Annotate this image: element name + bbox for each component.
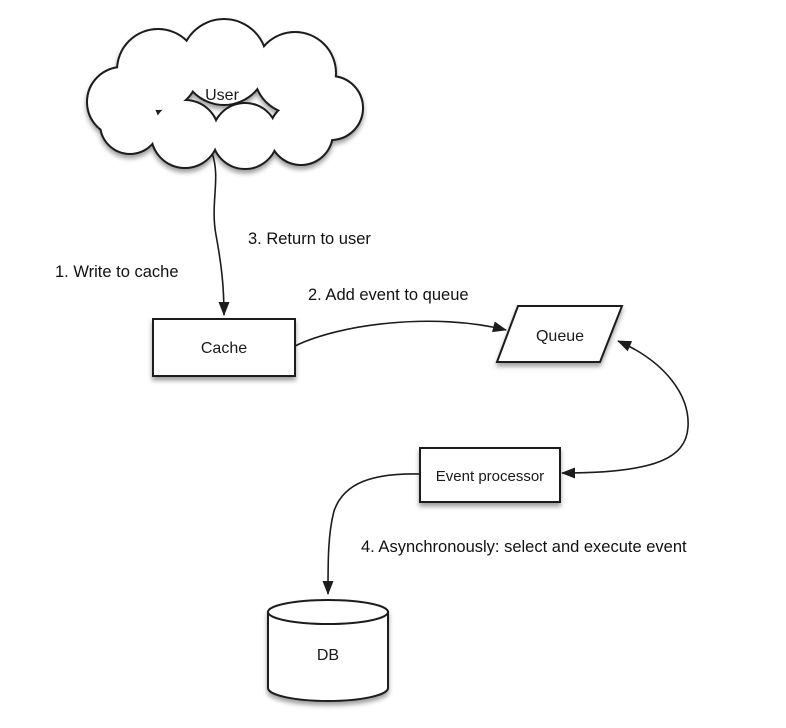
db-cylinder <box>267 599 389 702</box>
db-label: DB <box>317 647 339 664</box>
queue-label: Queue <box>536 328 584 345</box>
edge-label-add-event-to-queue: 2. Add event to queue <box>308 286 469 304</box>
cache-label: Cache <box>201 340 247 357</box>
cache-box <box>152 318 296 377</box>
edge-label-return-to-user: 3. Return to user <box>248 230 371 248</box>
user-cloud-fill <box>88 20 362 168</box>
edge-cache-queue <box>294 320 507 347</box>
event-processor-label: Event processor <box>436 468 544 485</box>
db-cylinder-top <box>267 599 389 625</box>
edge-label-async-select-execute: 4. Asynchronously: select and execute ev… <box>361 538 687 556</box>
edge-user-cache <box>211 152 230 316</box>
edge-label-write-to-cache: 1. Write to cache <box>55 263 179 281</box>
event-processor-box <box>419 447 561 503</box>
user-label: User <box>205 87 239 104</box>
edge-queue-event-processor <box>561 340 689 479</box>
queue-parallelogram <box>495 305 624 363</box>
db-cylinder-body <box>267 611 389 702</box>
user-cloud-node <box>86 18 364 170</box>
edge-event-processor-db <box>322 473 421 595</box>
